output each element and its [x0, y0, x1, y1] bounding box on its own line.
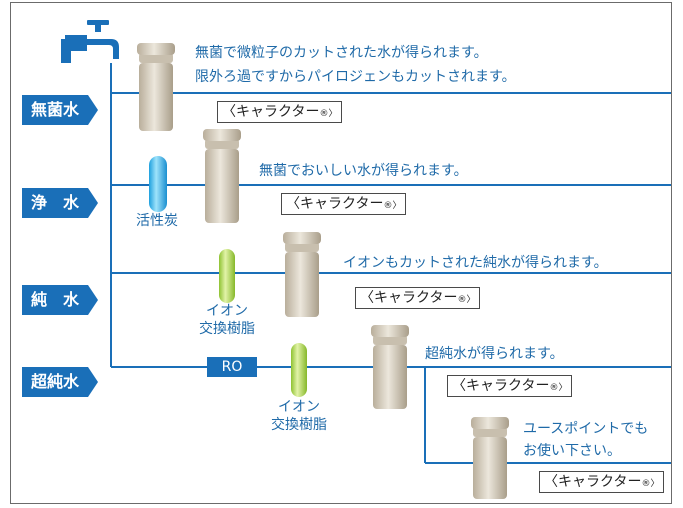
category-sterile: 無菌水: [22, 95, 98, 125]
pipe-network: [61, 20, 671, 499]
use-point-description-line1: ユースポイントでも: [523, 421, 649, 437]
cartridge-use-point: [471, 417, 509, 499]
activated-carbon-label: 活性炭: [136, 213, 178, 229]
use-point-description-line2: お使い下さい。: [523, 443, 621, 459]
junsui-description: イオンもカットされた純水が得られます。: [343, 255, 608, 271]
cartridge-pure: [203, 129, 241, 223]
character-badge-junsui: 〈キャラクター®〉: [355, 287, 481, 309]
character-badge-use-point: 〈キャラクター®〉: [539, 471, 665, 493]
faucet-icon: [61, 20, 119, 63]
cartridge-ultra: [371, 325, 409, 409]
diagram-frame: 無菌水 浄 水 純 水 超純水 無菌で微粒子のカットされた水が得られます。 限外…: [10, 2, 672, 504]
character-badge-sterile: 〈キャラクター®〉: [217, 101, 343, 123]
sterile-description-line2: 限外ろ過ですからパイロジェンもカットされます。: [195, 69, 516, 85]
cartridge-junsui: [283, 232, 321, 317]
resin-capsule-2: [291, 343, 307, 397]
ultra-description: 超純水が得られます。: [425, 346, 564, 362]
resin-capsule-1: [219, 249, 235, 303]
activated-carbon-capsule: [149, 156, 167, 212]
character-badge-ultra: 〈キャラクター®〉: [447, 375, 573, 397]
pure-description: 無菌でおいしい水が得られます。: [259, 163, 468, 179]
ion-exchange-label-2: イオン交換樹脂: [271, 399, 327, 433]
sterile-description-line1: 無菌で微粒子のカットされた水が得られます。: [195, 45, 488, 61]
category-junsui: 純 水: [22, 285, 98, 315]
character-badge-pure: 〈キャラクター®〉: [281, 193, 407, 215]
cartridge-sterile: [137, 43, 175, 131]
ion-exchange-label-1: イオン交換樹脂: [199, 303, 255, 337]
category-ultra: 超純水: [22, 367, 98, 397]
category-pure: 浄 水: [22, 188, 98, 218]
ro-badge: RO: [207, 357, 257, 377]
